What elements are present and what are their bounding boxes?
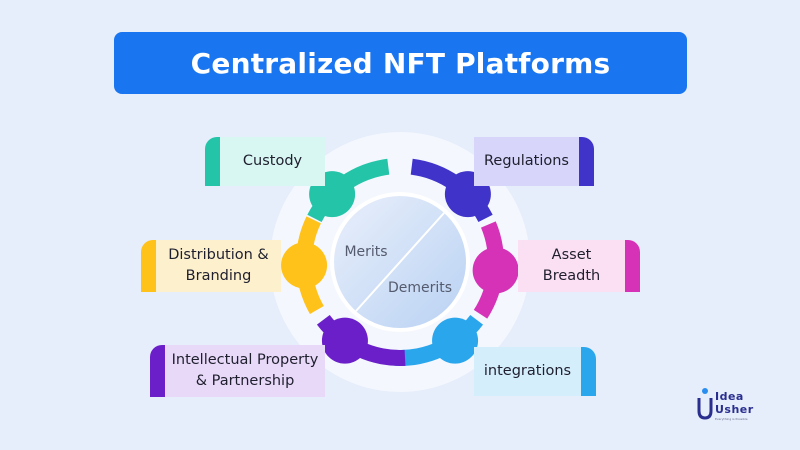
ring-knob-integrations [432,317,479,364]
asset-breadth-box: Asset Breadth [518,240,640,292]
logo-text-idea: Idea [715,390,744,403]
title-banner: Centralized NFT Platforms [114,32,687,94]
logo-mark-icon [697,388,713,420]
page-title: Centralized NFT Platforms [190,46,611,80]
distribution-branding-label: Distribution & Branding [168,246,269,284]
merits-label: Merits [344,244,387,260]
integrations-label: integrations [483,362,572,379]
logo-text-usher: Usher [715,403,754,416]
distribution-branding-box: Distribution & Branding [141,240,281,292]
demerits-label: Demerits [388,280,452,296]
custody-label: Custody [242,152,303,169]
regulations-label: Regulations [484,152,569,169]
asset-breadth-label: Asset Breadth [542,246,601,284]
regulations-box: Regulations [474,137,594,186]
integrations-box: integrations [474,347,596,396]
intellectual-property-label: Intellectual Property & Partnership [171,351,319,389]
ring-knob-intellectual-property [321,317,368,364]
intellectual-property-box: Intellectual Property & Partnership [150,345,325,397]
ring-knob-asset-breadth [472,247,519,294]
custody-box: Custody [205,137,325,186]
center-divider [355,212,445,312]
idea-usher-logo: Idea Usher Everything is Possible [697,385,777,425]
ring-knob-distribution-branding [281,242,328,289]
logo-tagline: Everything is Possible [715,417,748,421]
